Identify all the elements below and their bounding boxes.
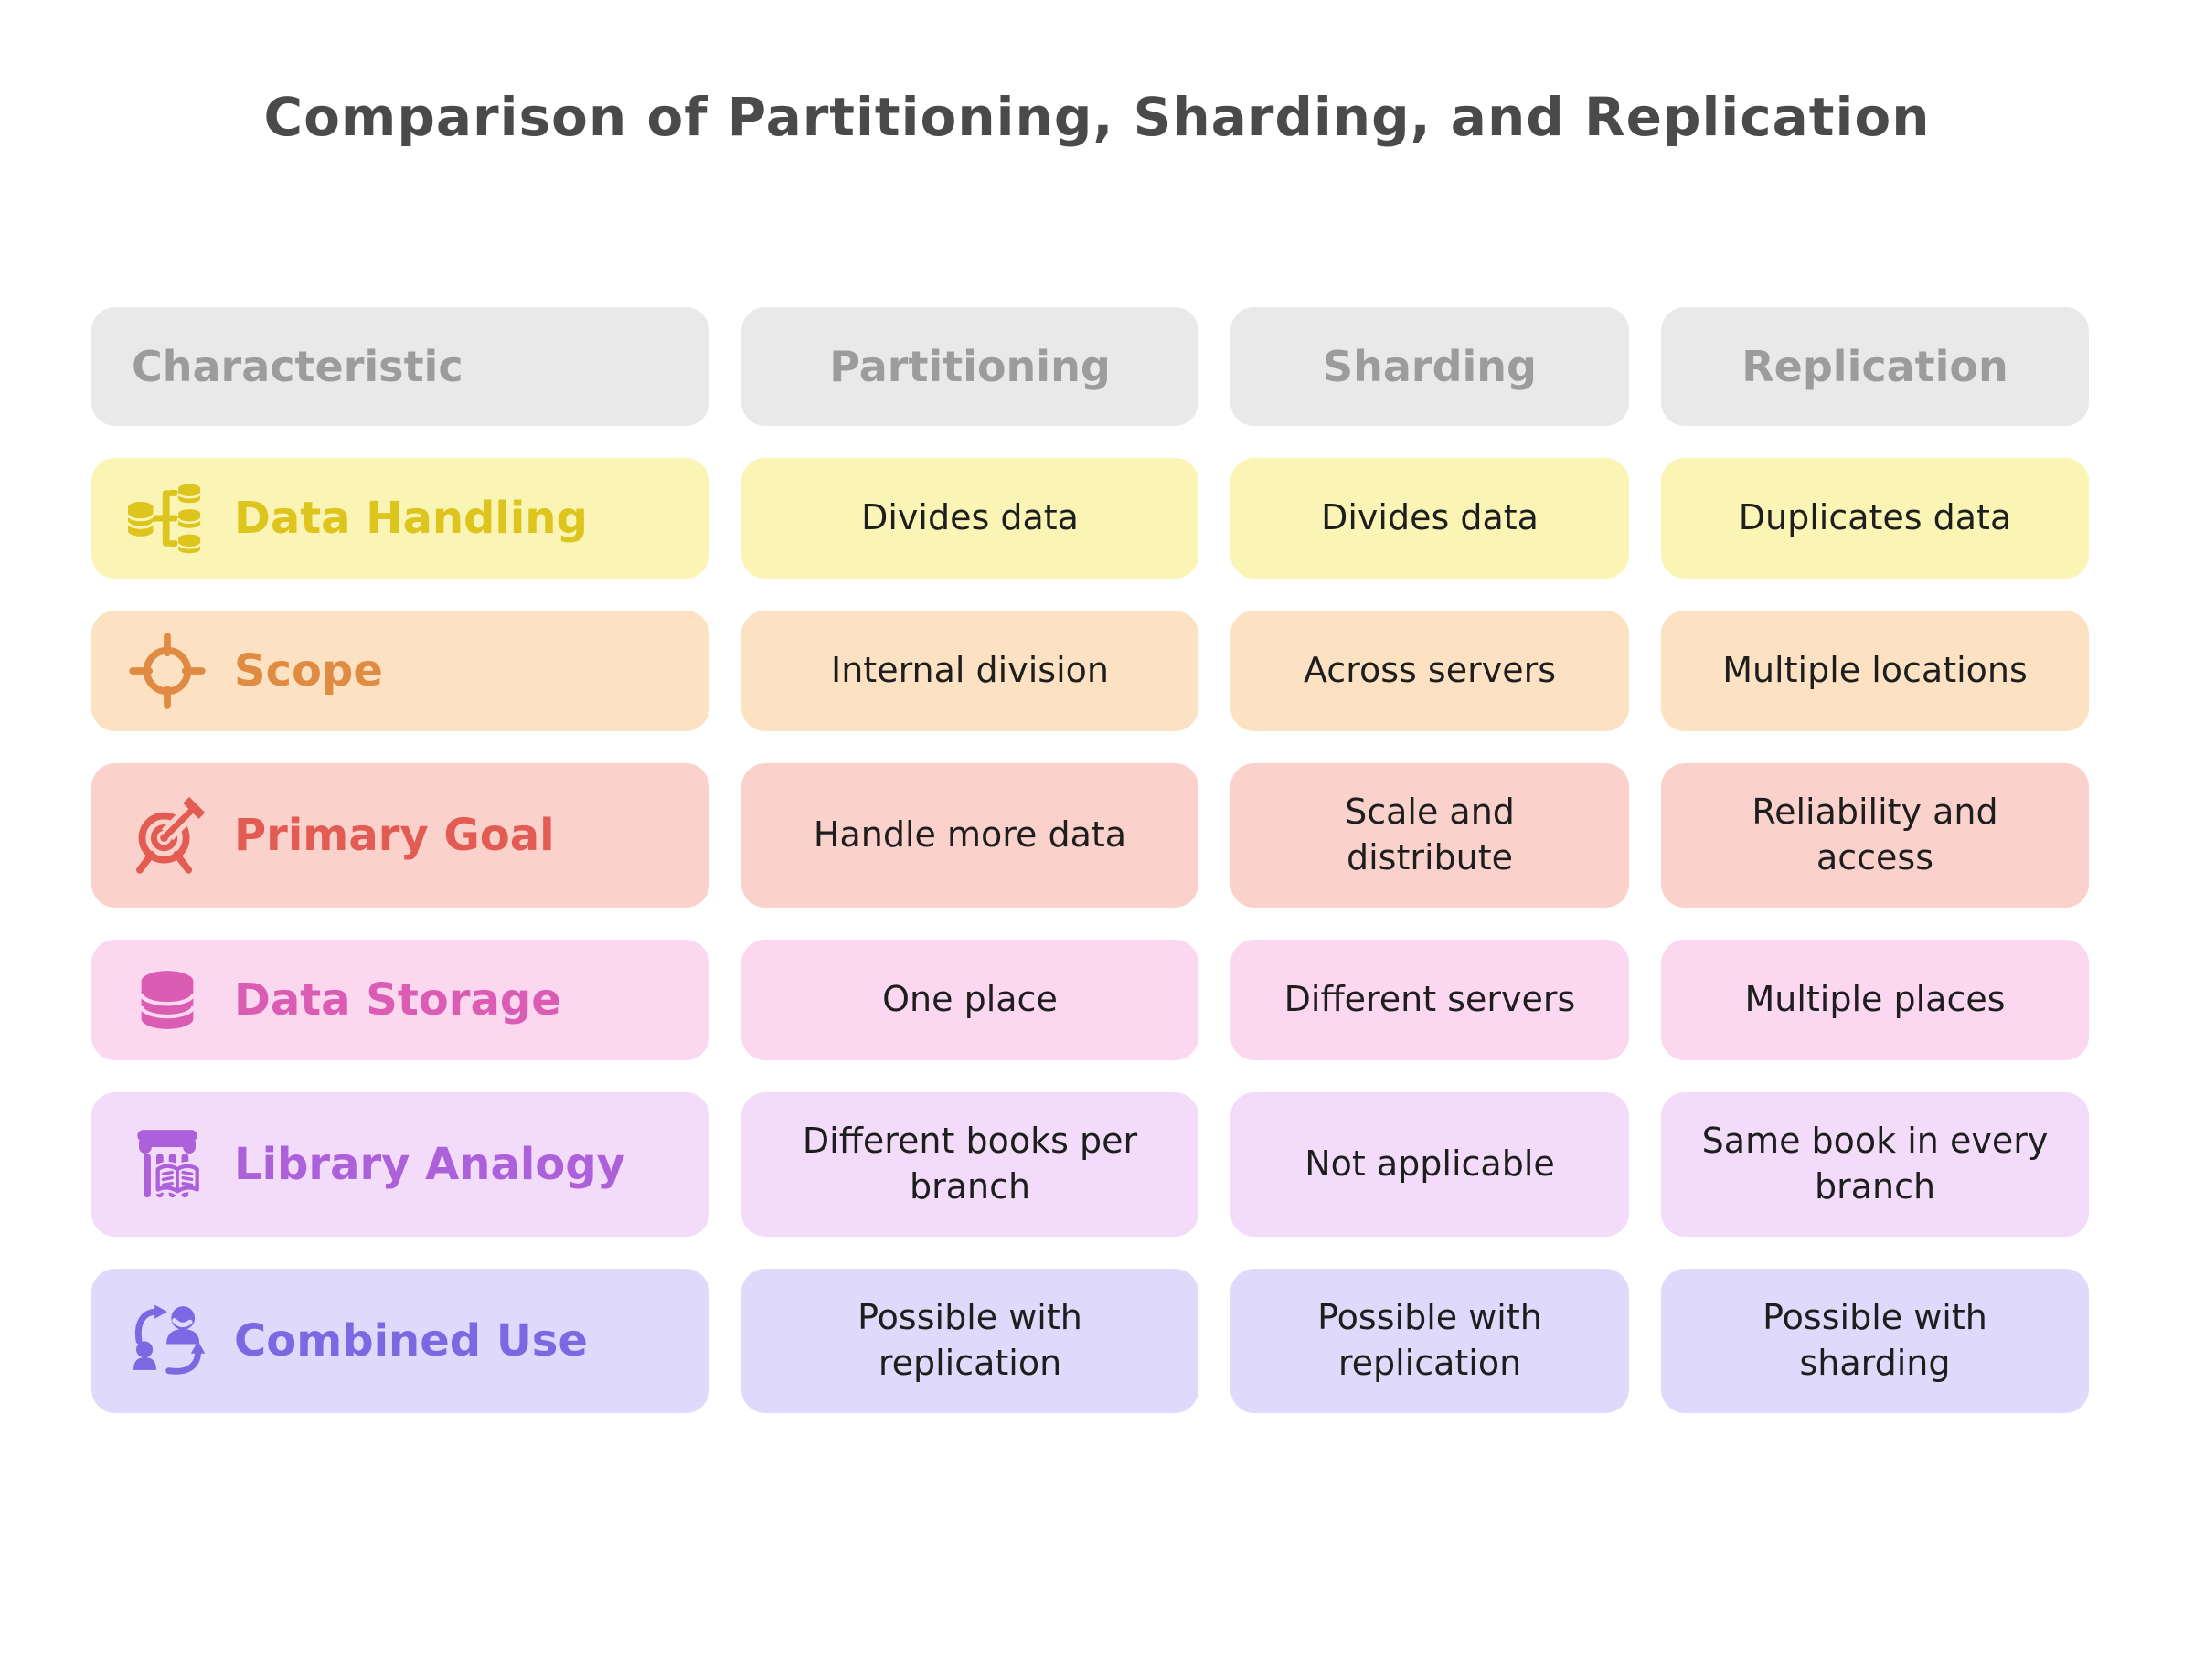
value-cell: Different servers xyxy=(1230,939,1629,1060)
characteristic-cell-scope: Scope xyxy=(91,610,709,731)
library-column-book-icon xyxy=(128,1125,207,1204)
characteristic-label: Combined Use xyxy=(234,1314,588,1366)
value-cell: Possible with replication xyxy=(741,1268,1198,1413)
value-cell: Possible with replication xyxy=(1230,1268,1629,1413)
value-cell: Scale and distribute xyxy=(1230,762,1629,908)
header-cell-characteristic: Characteristic xyxy=(91,306,709,426)
characteristic-cell-combined-use: Combined Use xyxy=(91,1268,709,1413)
characteristic-label: Data Storage xyxy=(234,973,561,1026)
header-cell-replication: Replication xyxy=(1661,306,2089,426)
value-cell: Possible with sharding xyxy=(1661,1268,2089,1413)
characteristic-label: Primary Goal xyxy=(234,809,555,861)
characteristic-cell-library-analogy: Library Analogy xyxy=(91,1091,709,1237)
comparison-table: Characteristic Partitioning Sharding Rep… xyxy=(91,306,2089,1413)
value-cell: Same book in every branch xyxy=(1661,1091,2089,1237)
value-cell: One place xyxy=(741,939,1198,1060)
value-cell: Handle more data xyxy=(741,762,1198,908)
header-cell-sharding: Sharding xyxy=(1230,306,1629,426)
characteristic-cell-data-storage: Data Storage xyxy=(91,939,709,1060)
header-cell-partitioning: Partitioning xyxy=(741,306,1198,426)
target-arrow-icon xyxy=(128,795,207,875)
characteristic-cell-data-handling: Data Handling xyxy=(91,457,709,579)
page-title: Comparison of Partitioning, Sharding, an… xyxy=(263,86,1931,148)
value-cell: Not applicable xyxy=(1230,1091,1629,1237)
database-icon xyxy=(128,961,207,1039)
value-cell: Reliability and access xyxy=(1661,762,2089,908)
database-split-icon xyxy=(128,479,207,558)
value-cell: Divides data xyxy=(741,457,1198,579)
people-swap-icon xyxy=(128,1302,207,1380)
characteristic-cell-primary-goal: Primary Goal xyxy=(91,762,709,908)
characteristic-label: Scope xyxy=(234,644,383,696)
value-cell: Duplicates data xyxy=(1661,457,2089,579)
value-cell: Multiple places xyxy=(1661,939,2089,1060)
value-cell: Divides data xyxy=(1230,457,1629,579)
value-cell: Multiple locations xyxy=(1661,610,2089,731)
characteristic-label: Library Analogy xyxy=(234,1138,625,1190)
value-cell: Internal division xyxy=(741,610,1198,731)
value-cell: Across servers xyxy=(1230,610,1629,731)
crosshair-icon xyxy=(128,632,207,710)
value-cell: Different books per branch xyxy=(741,1091,1198,1237)
characteristic-label: Data Handling xyxy=(234,492,588,544)
